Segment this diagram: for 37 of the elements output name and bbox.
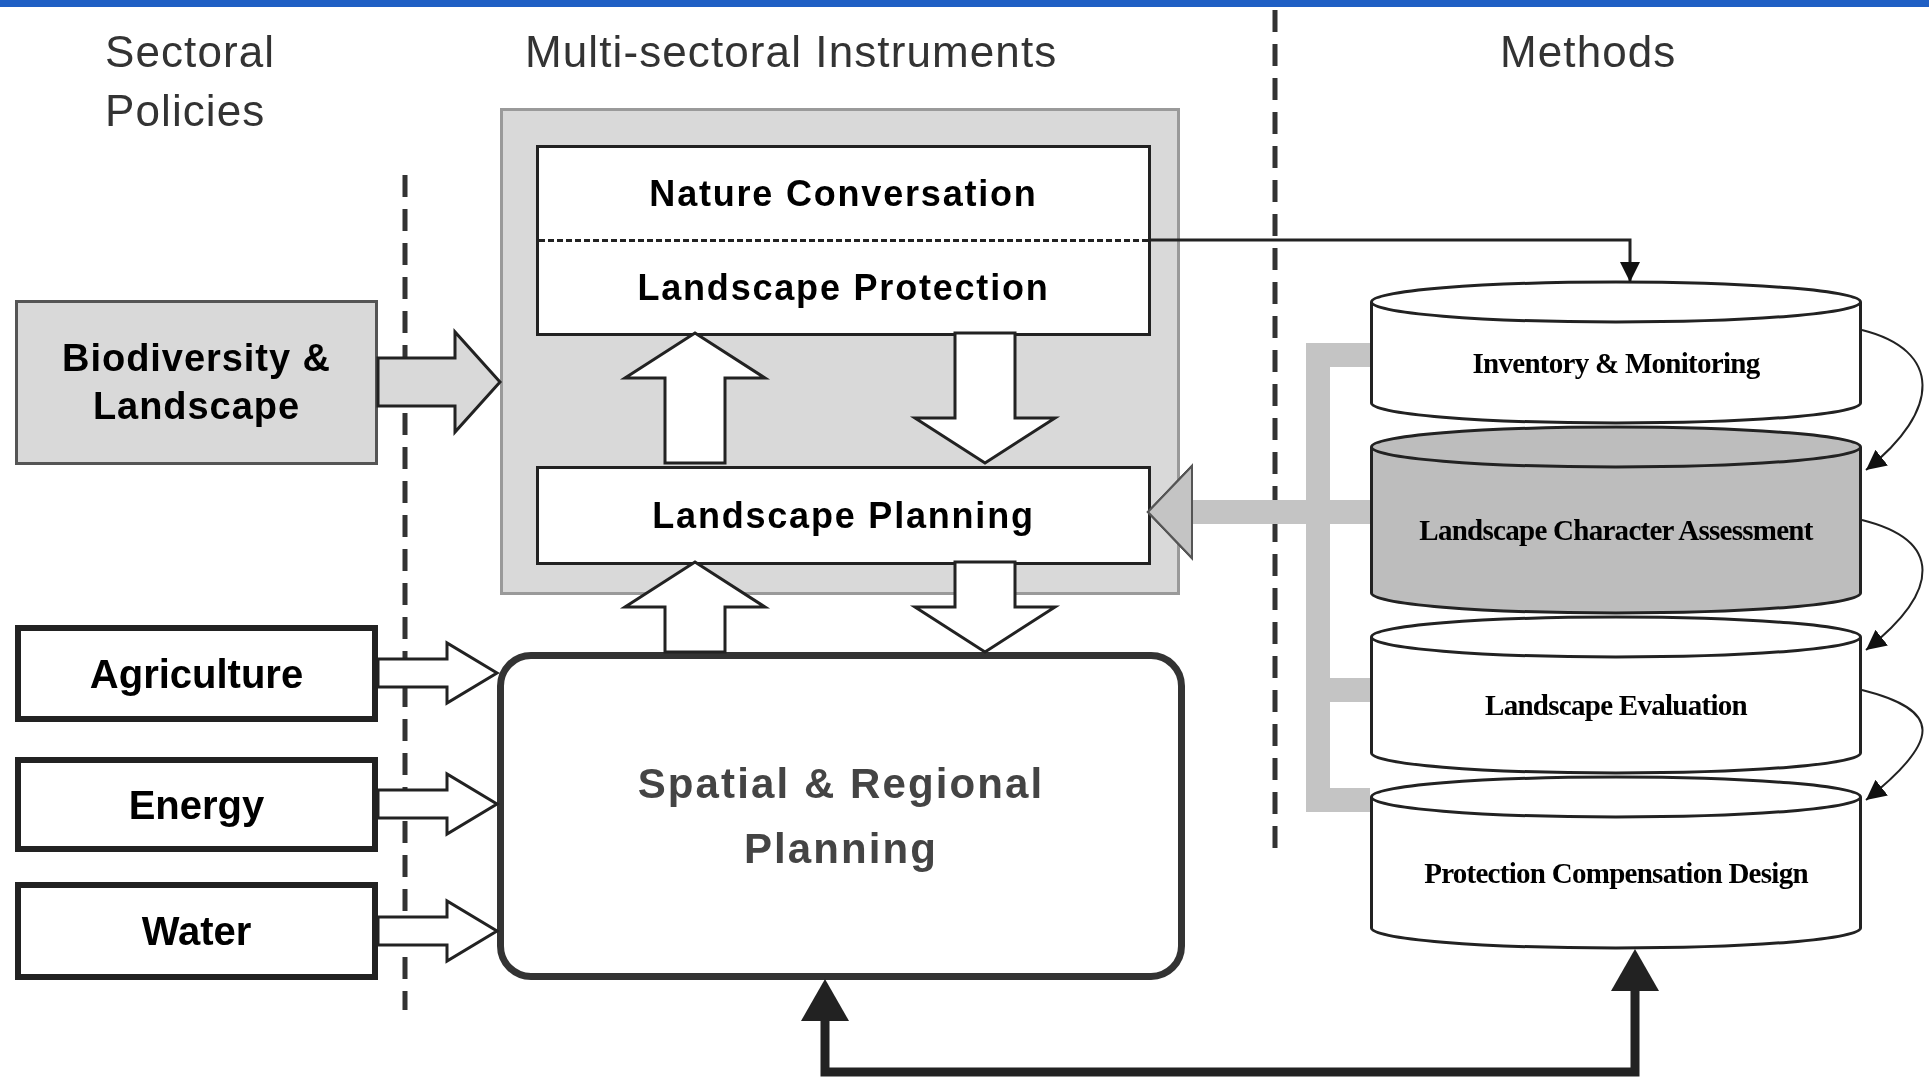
node-label: Water: [141, 908, 252, 955]
block-arrow: [909, 331, 1061, 465]
curved-arrow: [1861, 329, 1924, 471]
feedback-arrow: [801, 949, 1659, 1077]
column-heading: Sectoral Policies: [105, 27, 276, 136]
block-arrow: [376, 771, 500, 837]
policy-box: [15, 625, 378, 722]
node-label: Landscape Evaluation: [1485, 688, 1747, 724]
block-arrow: [376, 328, 502, 436]
node-label: Landscape Character Assessment: [1419, 513, 1813, 549]
planning-box: [497, 652, 1185, 980]
node-label: Biodiversity & Landscape: [61, 336, 332, 429]
column-heading: Methods: [1500, 27, 1677, 76]
node-label: Landscape Protection: [637, 269, 1050, 306]
node-label: Nature Conversation: [649, 175, 1038, 212]
process-box: [536, 145, 1151, 336]
bracket-arrow: [1147, 465, 1370, 812]
curved-arrow: [1861, 519, 1924, 651]
connector-arrow: [1148, 238, 1640, 282]
node-label: Protection Compensation Design: [1424, 855, 1808, 891]
process-box: [536, 466, 1151, 565]
policy-box: [15, 757, 378, 852]
policy-box: [15, 300, 378, 465]
policy-box: [15, 882, 378, 980]
curved-arrow: [1861, 689, 1924, 801]
instrument-panel: [500, 108, 1180, 595]
node-label: Spatial & Regional Planning: [636, 758, 1046, 874]
node-label: Inventory & Monitoring: [1472, 345, 1760, 381]
block-arrow: [619, 560, 771, 654]
node-label: Landscape Planning: [652, 493, 1035, 538]
node-label: Energy: [128, 781, 265, 829]
column-heading: Multi-sectoral Instruments: [525, 27, 1058, 76]
block-arrow: [376, 898, 500, 964]
node-label: Agriculture: [89, 650, 304, 698]
block-arrow: [909, 560, 1061, 654]
block-arrow: [619, 331, 771, 465]
block-arrow: [376, 640, 500, 706]
